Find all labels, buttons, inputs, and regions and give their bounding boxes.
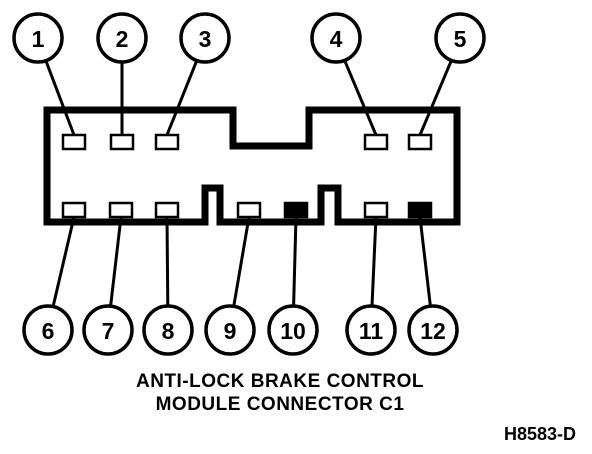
pin-8-leader-line (165, 216, 170, 307)
pin-11-terminal (363, 201, 389, 219)
pin-1: 1 (12, 12, 87, 151)
pin-2-terminal (109, 133, 135, 151)
caption-title-line-1: ANTI-LOCK BRAKE CONTROL (135, 371, 425, 392)
pin-6-terminal (61, 201, 87, 219)
pin-10-leader-line (292, 216, 298, 307)
pin-1-number: 1 (32, 26, 45, 52)
pin-11-callout-circle (345, 304, 397, 356)
pin-11: 11 (345, 201, 397, 356)
pin-2: 2 (96, 12, 148, 151)
pin-1-leader-line (44, 60, 76, 136)
pin-1-callout-circle (12, 12, 64, 64)
pin-5: 5 (407, 12, 486, 151)
pin-6-callout-circle (22, 304, 74, 356)
pin-6-number: 6 (42, 318, 55, 344)
pin-5-number: 5 (454, 26, 467, 52)
pin-9-number: 9 (224, 318, 237, 344)
pin-3: 3 (154, 12, 231, 151)
pin-8-terminal (154, 201, 180, 219)
pin-12-leader-line (418, 216, 432, 307)
pin-3-terminal (154, 133, 180, 151)
pin-5-callout-circle (434, 12, 486, 64)
pin-10: 10 (267, 201, 319, 356)
pin-12-number: 12 (420, 318, 446, 344)
connector-housing (43, 106, 461, 226)
pin-7-callout-circle (82, 304, 134, 356)
pin-4-callout-circle (310, 12, 362, 64)
pin-3-number: 3 (199, 26, 212, 52)
pin-7-terminal (108, 201, 134, 219)
pin-8: 8 (142, 201, 194, 356)
pin-3-leader-line (165, 59, 199, 136)
pin-6-leader-line (51, 216, 76, 307)
pin-11-leader-line (370, 216, 378, 307)
pin-10-number: 10 (280, 318, 306, 344)
pin-9: 9 (204, 201, 262, 356)
pin-10-callout-circle (267, 304, 319, 356)
pin-1-terminal (61, 133, 87, 151)
pin-4-terminal (363, 133, 389, 151)
pin-4-number: 4 (330, 26, 343, 52)
pin-11-number: 11 (359, 318, 384, 344)
pin-2-callout-circle (96, 12, 148, 64)
pin-5-leader-line (418, 59, 453, 136)
pin-8-callout-circle (142, 304, 194, 356)
pin-7-number: 7 (102, 318, 115, 344)
pin-10-terminal (283, 201, 309, 219)
pin-9-terminal (236, 201, 262, 219)
pin-9-callout-circle (204, 304, 256, 356)
pin-9-leader-line (232, 216, 251, 307)
pin-7-leader-line (109, 216, 123, 307)
pin-6: 6 (22, 201, 87, 356)
pin-7: 7 (82, 201, 134, 356)
pin-12-terminal (407, 201, 433, 219)
pin-3-callout-circle (179, 12, 231, 64)
pin-12: 12 (407, 201, 459, 356)
figure-id: H8583-D (503, 424, 576, 444)
caption-title-line-2: MODULE CONNECTOR C1 (155, 394, 405, 415)
pin-5-terminal (407, 133, 433, 151)
pin-8-number: 8 (162, 318, 175, 344)
pin-12-callout-circle (407, 304, 459, 356)
pin-2-number: 2 (116, 26, 129, 52)
pin-4-leader-line (343, 59, 378, 136)
pin-4: 4 (310, 12, 389, 151)
